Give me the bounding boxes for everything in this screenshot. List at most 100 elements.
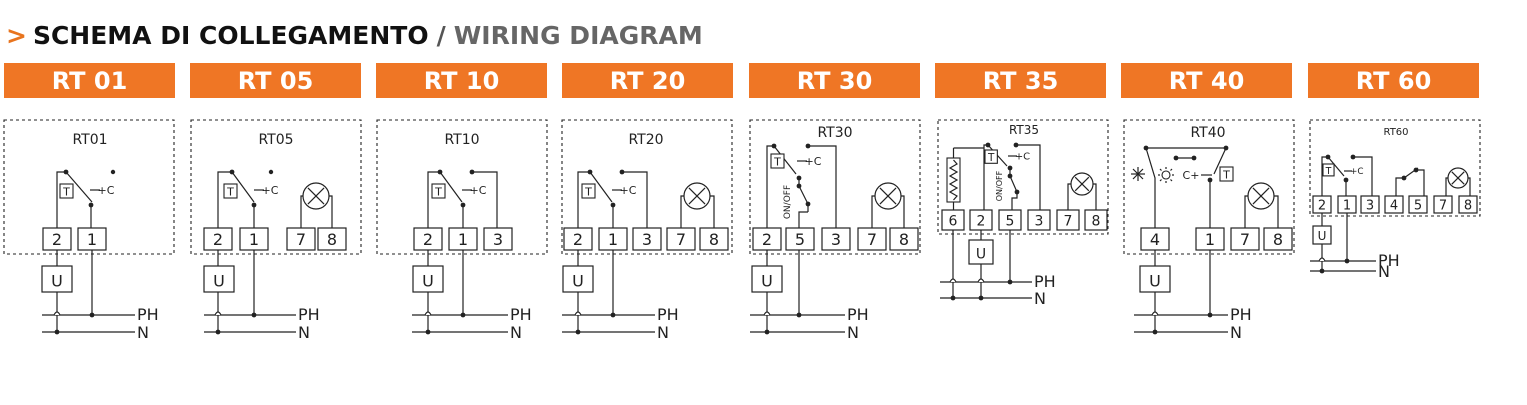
terminal-label: U [976, 247, 986, 263]
wire [56, 171, 66, 228]
wire [439, 171, 463, 203]
page-title: > SCHEMA DI COLLEGAMENTO / WIRING DIAGRA… [6, 20, 703, 50]
wire [1170, 168, 1173, 171]
terminal-label: 7 [1240, 230, 1250, 249]
phase-label: PH [657, 305, 679, 324]
wire [231, 171, 255, 203]
junction-dot [796, 183, 802, 189]
terminal-box [1384, 195, 1404, 214]
terminal-label: 8 [1464, 198, 1472, 213]
model-tab-rt05: RT 05 [190, 63, 361, 98]
thermostat-icon [770, 153, 785, 169]
terminal-label: 1 [608, 230, 618, 249]
terminal-box [1360, 195, 1380, 214]
wire [1170, 179, 1173, 182]
thermostat-label: T [987, 152, 995, 164]
device-frame [1123, 119, 1295, 255]
crossover [1151, 311, 1159, 316]
terminal-label: 8 [899, 230, 909, 249]
device-frame [937, 119, 1109, 235]
wire [948, 159, 959, 201]
thermostat-icon [1219, 166, 1234, 182]
terminal-label: 5 [795, 230, 805, 249]
thermostat-label: T [1222, 169, 1230, 182]
contact-label: +C [98, 184, 115, 197]
terminal-box [1027, 209, 1051, 231]
wire [1451, 171, 1465, 185]
terminal-label: 1 [458, 230, 468, 249]
crossover [53, 311, 61, 316]
wire [1159, 168, 1162, 171]
wire [879, 187, 897, 205]
wire [1159, 179, 1162, 182]
wire [427, 171, 440, 228]
terminal-label: 3 [831, 230, 841, 249]
junction-dot [229, 169, 235, 175]
wire [1445, 177, 1448, 196]
device-frame [1309, 119, 1481, 217]
wire [1327, 156, 1345, 177]
crossover [574, 311, 582, 316]
wire [577, 171, 590, 228]
contact-label: +C [470, 184, 487, 197]
thermostat-label: T [1325, 166, 1332, 177]
terminal-label: 2 [213, 230, 223, 249]
device-label: RT01 [72, 132, 107, 148]
junction-dot [1325, 154, 1331, 160]
phase-label: PH [137, 305, 159, 324]
junction-dot [587, 169, 593, 175]
neutral-label: N [847, 323, 859, 342]
phase-label: PH [1230, 305, 1252, 324]
wire [871, 195, 875, 228]
thermostat-icon [1322, 163, 1335, 177]
thermostat-icon [431, 183, 446, 199]
crossover [949, 278, 957, 283]
wire [710, 195, 715, 228]
terminal-label: 8 [1092, 214, 1101, 230]
thermostat-label: T [62, 186, 70, 199]
terminal-label: 8 [327, 230, 337, 249]
crossover [424, 311, 432, 316]
contact-label: +C [620, 184, 637, 197]
contact-label: +C [1015, 152, 1030, 163]
terminal-label: 7 [1439, 198, 1447, 213]
wire [1252, 187, 1270, 205]
sun-icon [1161, 170, 1171, 180]
phase-label: PH [510, 305, 532, 324]
wire [773, 145, 797, 175]
load-box [203, 265, 235, 293]
terminal-box [632, 227, 662, 251]
terminal-label: 1 [1343, 198, 1351, 213]
terminal-label: 1 [1205, 230, 1215, 249]
thermostat-icon [984, 149, 998, 164]
onoff-label: ON/OFF [783, 185, 793, 219]
device-label: RT30 [817, 125, 852, 141]
terminal-label: 7 [1064, 214, 1073, 230]
wire [680, 195, 684, 228]
wire [1011, 192, 1018, 210]
terminal-label: 7 [867, 230, 877, 249]
junction-dot [805, 143, 811, 149]
phase-label: PH [1378, 251, 1400, 270]
device-label: RT05 [258, 132, 293, 148]
device-label: RT60 [1383, 127, 1408, 138]
title-english: WIRING DIAGRAM [453, 20, 703, 50]
terminal-label: 8 [1273, 230, 1283, 249]
onoff-label: ON/OFF [995, 170, 1004, 201]
device-label: RT40 [1190, 125, 1225, 141]
device-label: RT10 [444, 132, 479, 148]
device-frame [190, 119, 362, 255]
terminal-label: U [422, 271, 434, 290]
contact-label: C+ [1183, 169, 1200, 182]
wire [65, 171, 93, 203]
wire [798, 211, 808, 228]
terminal-box [1458, 195, 1478, 214]
terminal-box [1408, 195, 1428, 214]
junction-dot [469, 169, 475, 175]
phase-label: PH [1034, 272, 1056, 291]
